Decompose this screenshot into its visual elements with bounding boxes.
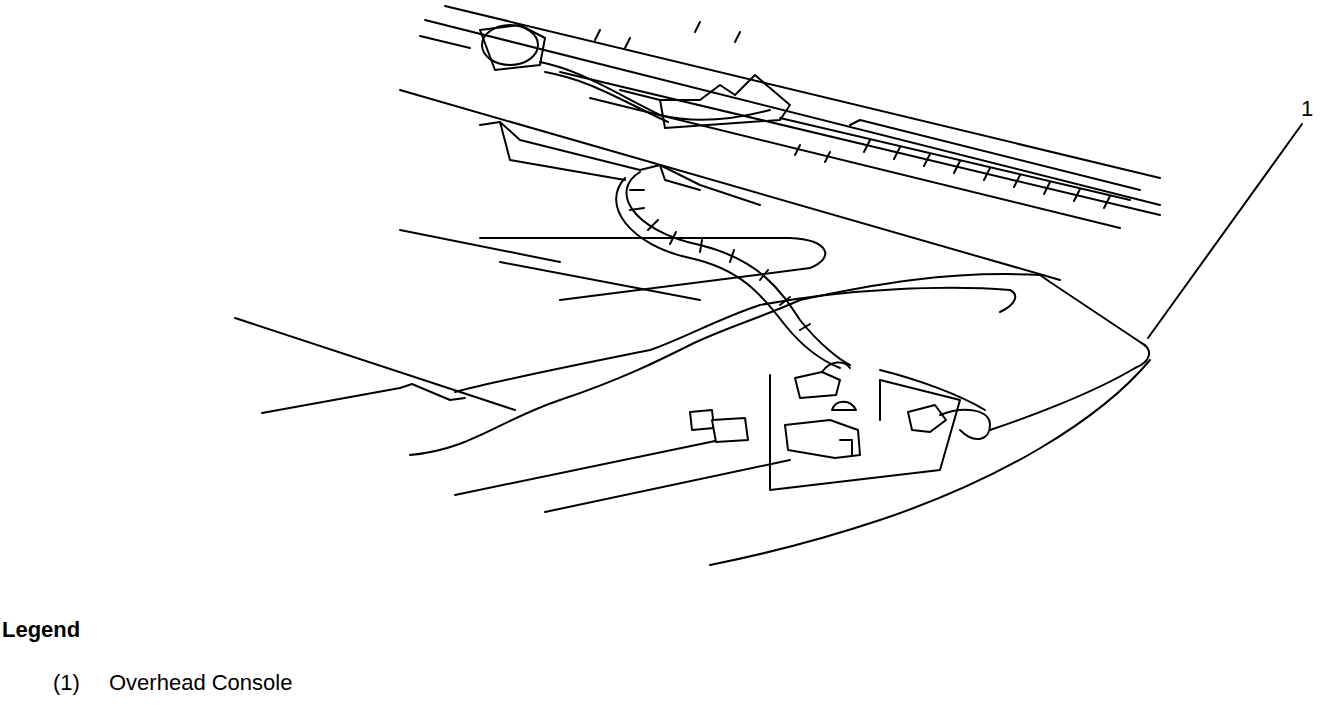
- part-name: Overhead Console: [109, 671, 292, 695]
- wire-harness: [540, 62, 770, 120]
- electrical-connector: [785, 420, 860, 458]
- console-outline: [710, 360, 1150, 565]
- electrical-connector: [840, 440, 852, 456]
- panel-line: [455, 440, 720, 495]
- callout-number: 1: [1301, 97, 1313, 121]
- roof-rail-line: [445, 6, 1160, 178]
- harness-clip: [660, 75, 790, 128]
- roof-rail-line: [560, 72, 1160, 215]
- headliner-opening: [400, 230, 825, 300]
- headliner-opening: [500, 262, 700, 300]
- panel-line: [235, 318, 515, 410]
- console-opening: [879, 380, 881, 420]
- callout-number: (1): [53, 671, 80, 695]
- console-outline: [410, 274, 1149, 455]
- wire-harness: [627, 172, 851, 365]
- bracket-line: [500, 122, 625, 180]
- bracket-line: [660, 165, 700, 190]
- roof-rail-line: [425, 20, 1160, 205]
- wire: [940, 410, 990, 439]
- electrical-connector: [832, 402, 856, 410]
- panel-line: [262, 384, 465, 413]
- electrical-connector: [908, 405, 946, 432]
- harness-tape: [630, 190, 810, 330]
- roof-rail-line: [420, 36, 470, 48]
- panel-line: [545, 460, 790, 512]
- console-outline: [455, 288, 1015, 392]
- legend-heading: Legend: [2, 618, 80, 642]
- roof-rail-line: [850, 120, 1140, 190]
- electrical-connector: [690, 410, 714, 430]
- bracket-line: [480, 122, 760, 205]
- wire: [822, 362, 850, 372]
- electrical-connector: [712, 418, 748, 442]
- wire-harness: [545, 72, 668, 122]
- electrical-connector: [795, 372, 840, 398]
- hatch-ticks: [595, 22, 1110, 208]
- leader-line: [1148, 124, 1302, 338]
- harness-connector: [480, 25, 545, 70]
- roof-panel-line: [400, 90, 1060, 280]
- wire: [880, 370, 985, 410]
